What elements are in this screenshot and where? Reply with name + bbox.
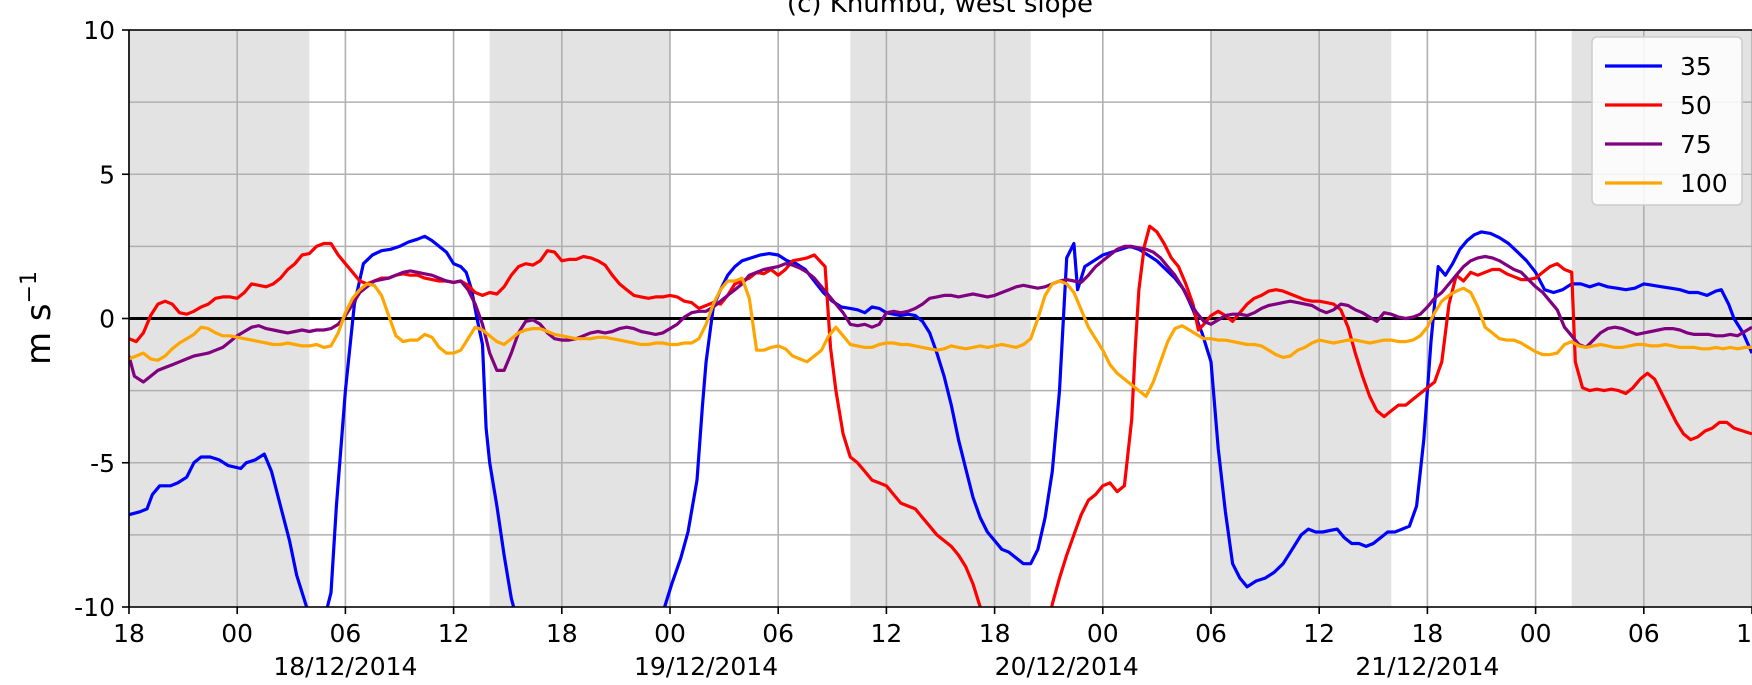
- legend-box: [1591, 36, 1743, 206]
- x-tick-label: 12: [438, 619, 470, 648]
- y-axis-label-exponent: −1: [17, 271, 42, 303]
- x-tick-label: 06: [329, 619, 361, 648]
- legend-label-50: 50: [1680, 91, 1712, 120]
- x-tick-label: 12: [1736, 619, 1752, 648]
- chart-title: (c) Khumbu, west slope: [787, 0, 1093, 19]
- x-tick-label: 00: [1520, 619, 1552, 648]
- y-axis-label-unit: m s: [19, 303, 59, 365]
- legend: 35 50 75 100: [1591, 36, 1743, 206]
- x-tick-label: 12: [870, 619, 902, 648]
- y-axis-label: m s−1: [17, 271, 59, 365]
- x-tick-label: 18: [979, 619, 1011, 648]
- series-line-35: [129, 230, 1752, 607]
- y-tick-label: -10: [74, 593, 115, 622]
- series-line-75: [129, 244, 1752, 384]
- y-tick-label: 0: [99, 305, 115, 334]
- y-tick-label: 10: [83, 16, 115, 45]
- y-tick-label: -5: [90, 449, 115, 478]
- x-tick-label: 18: [1411, 619, 1443, 648]
- series-line-100: [129, 276, 1752, 398]
- x-tick-label: 00: [221, 619, 253, 648]
- x-tick-label: 00: [1087, 619, 1119, 648]
- x-tick-label: 12: [1303, 619, 1335, 648]
- date-label: 20/12/2014: [995, 652, 1139, 681]
- x-tick-label: 00: [654, 619, 686, 648]
- axes: [122, 29, 1752, 614]
- x-tick-label: 06: [1628, 619, 1660, 648]
- y-tick-label: 5: [99, 160, 115, 189]
- date-label: 21/12/2014: [1355, 652, 1499, 681]
- x-tick-label: 18: [113, 619, 145, 648]
- legend-label-75: 75: [1680, 130, 1712, 159]
- legend-label-100: 100: [1680, 169, 1728, 198]
- date-label: 18/12/2014: [273, 652, 417, 681]
- x-tick-label: 18: [546, 619, 578, 648]
- series-lines: [129, 224, 1752, 607]
- x-tick-label: 06: [762, 619, 794, 648]
- x-tick-label: 06: [1195, 619, 1227, 648]
- date-label: 19/12/2014: [634, 652, 778, 681]
- legend-label-35: 35: [1680, 52, 1712, 81]
